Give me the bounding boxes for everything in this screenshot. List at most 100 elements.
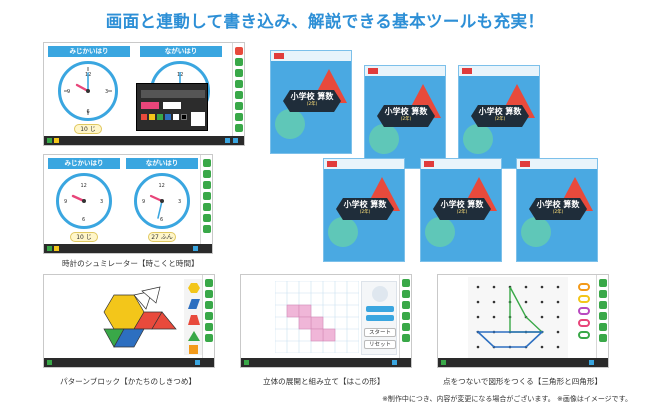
pattern-composition[interactable] (86, 285, 186, 353)
reset-button[interactable]: リセット (364, 340, 396, 349)
net-grid[interactable] (275, 281, 359, 353)
tool-icon[interactable] (203, 181, 211, 189)
clock-face[interactable]: 12 3 6 9 (134, 173, 190, 229)
trapezoid-block-icon[interactable] (188, 315, 200, 325)
clock-face[interactable]: 12 3 6 9 (56, 173, 112, 229)
book-grade: (2年) (400, 117, 412, 122)
tool-icon[interactable] (205, 312, 213, 320)
svg-text:6: 6 (87, 109, 90, 115)
tool-icon[interactable] (235, 58, 243, 66)
control-button[interactable] (366, 315, 394, 321)
book-subject: 算数 (317, 92, 334, 101)
hand-label-long: ながいはり (140, 46, 222, 57)
tool-icon[interactable] (203, 203, 211, 211)
book-subject: 算数 (467, 200, 484, 209)
tool-icon[interactable] (599, 301, 607, 309)
rubber-band-icon[interactable] (578, 295, 590, 303)
svg-text:3: 3 (100, 199, 103, 205)
footnote: ※制作中につき、内容が変更になる場合がございます。 ※画像はイメージです。 (382, 395, 632, 403)
tool-icon[interactable] (599, 290, 607, 298)
rhombus-block-icon[interactable] (188, 299, 200, 309)
textbook-cover[interactable]: 小学校 算数 (2年) (458, 65, 540, 169)
book-grade: (2年) (359, 210, 371, 215)
time-readout: 10 じ (74, 124, 102, 134)
textbook-cover[interactable]: 小学校 算数 (2年) (364, 65, 446, 169)
tool-icon[interactable] (599, 323, 607, 331)
svg-text:3: 3 (178, 199, 181, 205)
book-series: 小学校 (290, 92, 315, 101)
tool-icon[interactable] (203, 214, 211, 222)
hexagon-block-icon[interactable] (188, 283, 200, 293)
taskbar (438, 358, 608, 367)
tool-icon[interactable] (203, 225, 211, 233)
tool-icon[interactable] (205, 301, 213, 309)
dot-grid-screen (437, 274, 609, 368)
tool-sidebar (200, 155, 212, 244)
svg-text:6: 6 (160, 217, 163, 223)
tool-icon[interactable] (205, 290, 213, 298)
tool-icon[interactable] (205, 323, 213, 331)
book-series: 小学校 (536, 200, 561, 209)
tool-icon[interactable] (235, 69, 243, 77)
hand-label-short: みじかいはり (48, 46, 130, 57)
tool-icon[interactable] (235, 124, 243, 132)
tool-icon[interactable] (235, 102, 243, 110)
rubber-band-icon[interactable] (578, 307, 590, 315)
headline: 画面と連動して書き込み、解説できる基本ツールも充実！ (105, 12, 545, 31)
tool-sidebar (232, 43, 244, 136)
clock-card-right: ながいはり 12 3 6 9 27 ふん (126, 158, 198, 242)
tool-icon[interactable] (599, 279, 607, 287)
book-grade: (2年) (306, 102, 318, 107)
tool-sidebar (399, 275, 411, 358)
textbook-cover[interactable]: 小学校 算数 (2年) (323, 158, 405, 262)
pen-palette[interactable] (136, 83, 208, 131)
caption-dots: 点をつないで図形をつくる【三角形と四角形】 (443, 377, 603, 386)
rubber-band-icon[interactable] (578, 283, 590, 291)
clock-face[interactable]: 12 3 6 9 (58, 61, 118, 121)
tool-icon[interactable] (402, 301, 410, 309)
tool-icon[interactable] (235, 47, 243, 55)
rotate-control[interactable] (372, 286, 388, 302)
book-subject: 算数 (505, 107, 522, 116)
tool-icon[interactable] (402, 312, 410, 320)
taskbar (241, 358, 411, 367)
tool-icon[interactable] (402, 290, 410, 298)
triangle-block-icon[interactable] (188, 331, 200, 341)
tool-icon[interactable] (203, 170, 211, 178)
tool-icon[interactable] (599, 312, 607, 320)
tool-icon[interactable] (203, 159, 211, 167)
textbook-cover[interactable]: 小学校 算数 (2年) (420, 158, 502, 262)
tool-icon[interactable] (235, 113, 243, 121)
tool-icon[interactable] (402, 323, 410, 331)
tool-icon[interactable] (599, 334, 607, 342)
svg-text:12: 12 (81, 183, 87, 189)
textbook-cover[interactable]: 小学校 算数 (2年) (270, 50, 352, 154)
svg-text:9: 9 (64, 199, 67, 205)
svg-text:9: 9 (67, 89, 70, 95)
hand-label-short: みじかいはり (48, 158, 120, 169)
tool-icon[interactable] (235, 80, 243, 88)
control-button[interactable] (366, 306, 394, 312)
taskbar (44, 136, 244, 145)
tool-icon[interactable] (235, 91, 243, 99)
taskbar (44, 244, 212, 253)
square-block-icon[interactable] (189, 345, 198, 354)
textbook-cover[interactable]: 小学校 算数 (2年) (516, 158, 598, 262)
start-button[interactable]: スタート (364, 328, 396, 337)
caption-pattern: パターンブロック【かたちのしきつめ】 (60, 377, 197, 386)
tool-icon[interactable] (205, 334, 213, 342)
clock-card-left: みじかいはり 12 3 6 9 10 じ (48, 46, 130, 134)
rubber-band-icon[interactable] (578, 319, 590, 327)
tool-icon[interactable] (402, 334, 410, 342)
dot-board[interactable] (468, 277, 568, 359)
tool-sidebar (202, 275, 214, 358)
tool-icon[interactable] (203, 192, 211, 200)
svg-text:3: 3 (105, 89, 108, 95)
book-grade: (2年) (552, 210, 564, 215)
tool-icon[interactable] (402, 279, 410, 287)
book-series: 小学校 (440, 200, 465, 209)
block-tray (184, 279, 204, 355)
rubber-band-icon[interactable] (578, 331, 590, 339)
book-subject: 算数 (563, 200, 580, 209)
tool-icon[interactable] (205, 279, 213, 287)
